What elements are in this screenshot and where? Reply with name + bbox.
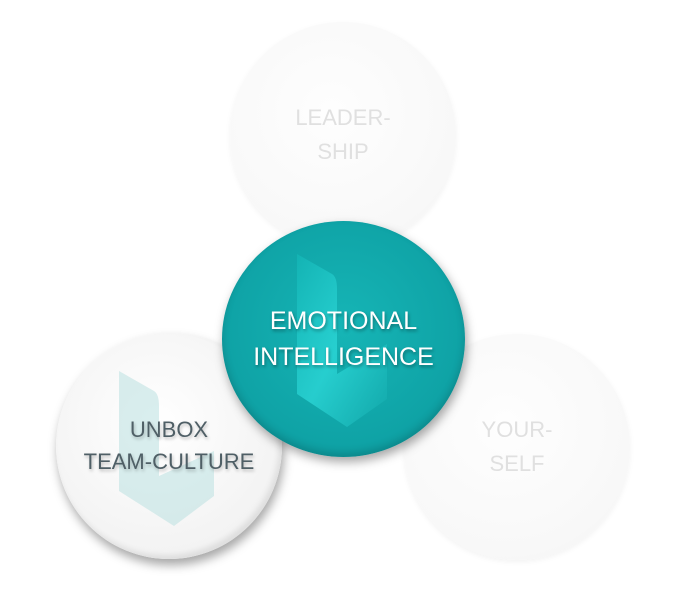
emotional-intelligence-label: EMOTIONAL INTELLIGENCE bbox=[253, 303, 434, 375]
label-line: TEAM-CULTURE bbox=[83, 449, 255, 474]
leadership-label: LEADER- SHIP bbox=[295, 101, 390, 169]
team-culture-label: UNBOX TEAM-CULTURE bbox=[84, 414, 255, 478]
label-line: SHIP bbox=[317, 139, 369, 164]
leadership-circle[interactable]: LEADER- SHIP bbox=[230, 22, 456, 248]
label-line: YOUR- bbox=[481, 417, 553, 442]
label-line: EMOTIONAL bbox=[269, 307, 418, 335]
logo-mark-icon bbox=[296, 254, 387, 427]
logo-mark-icon bbox=[119, 371, 214, 526]
label-line: INTELLIGENCE bbox=[253, 343, 434, 371]
label-line: SELF bbox=[489, 451, 545, 476]
label-line: LEADER- bbox=[295, 105, 391, 130]
emotional-intelligence-circle[interactable]: EMOTIONAL INTELLIGENCE bbox=[222, 221, 465, 457]
yourself-label: YOUR- SELF bbox=[482, 413, 553, 481]
label-line: UNBOX bbox=[129, 417, 209, 442]
